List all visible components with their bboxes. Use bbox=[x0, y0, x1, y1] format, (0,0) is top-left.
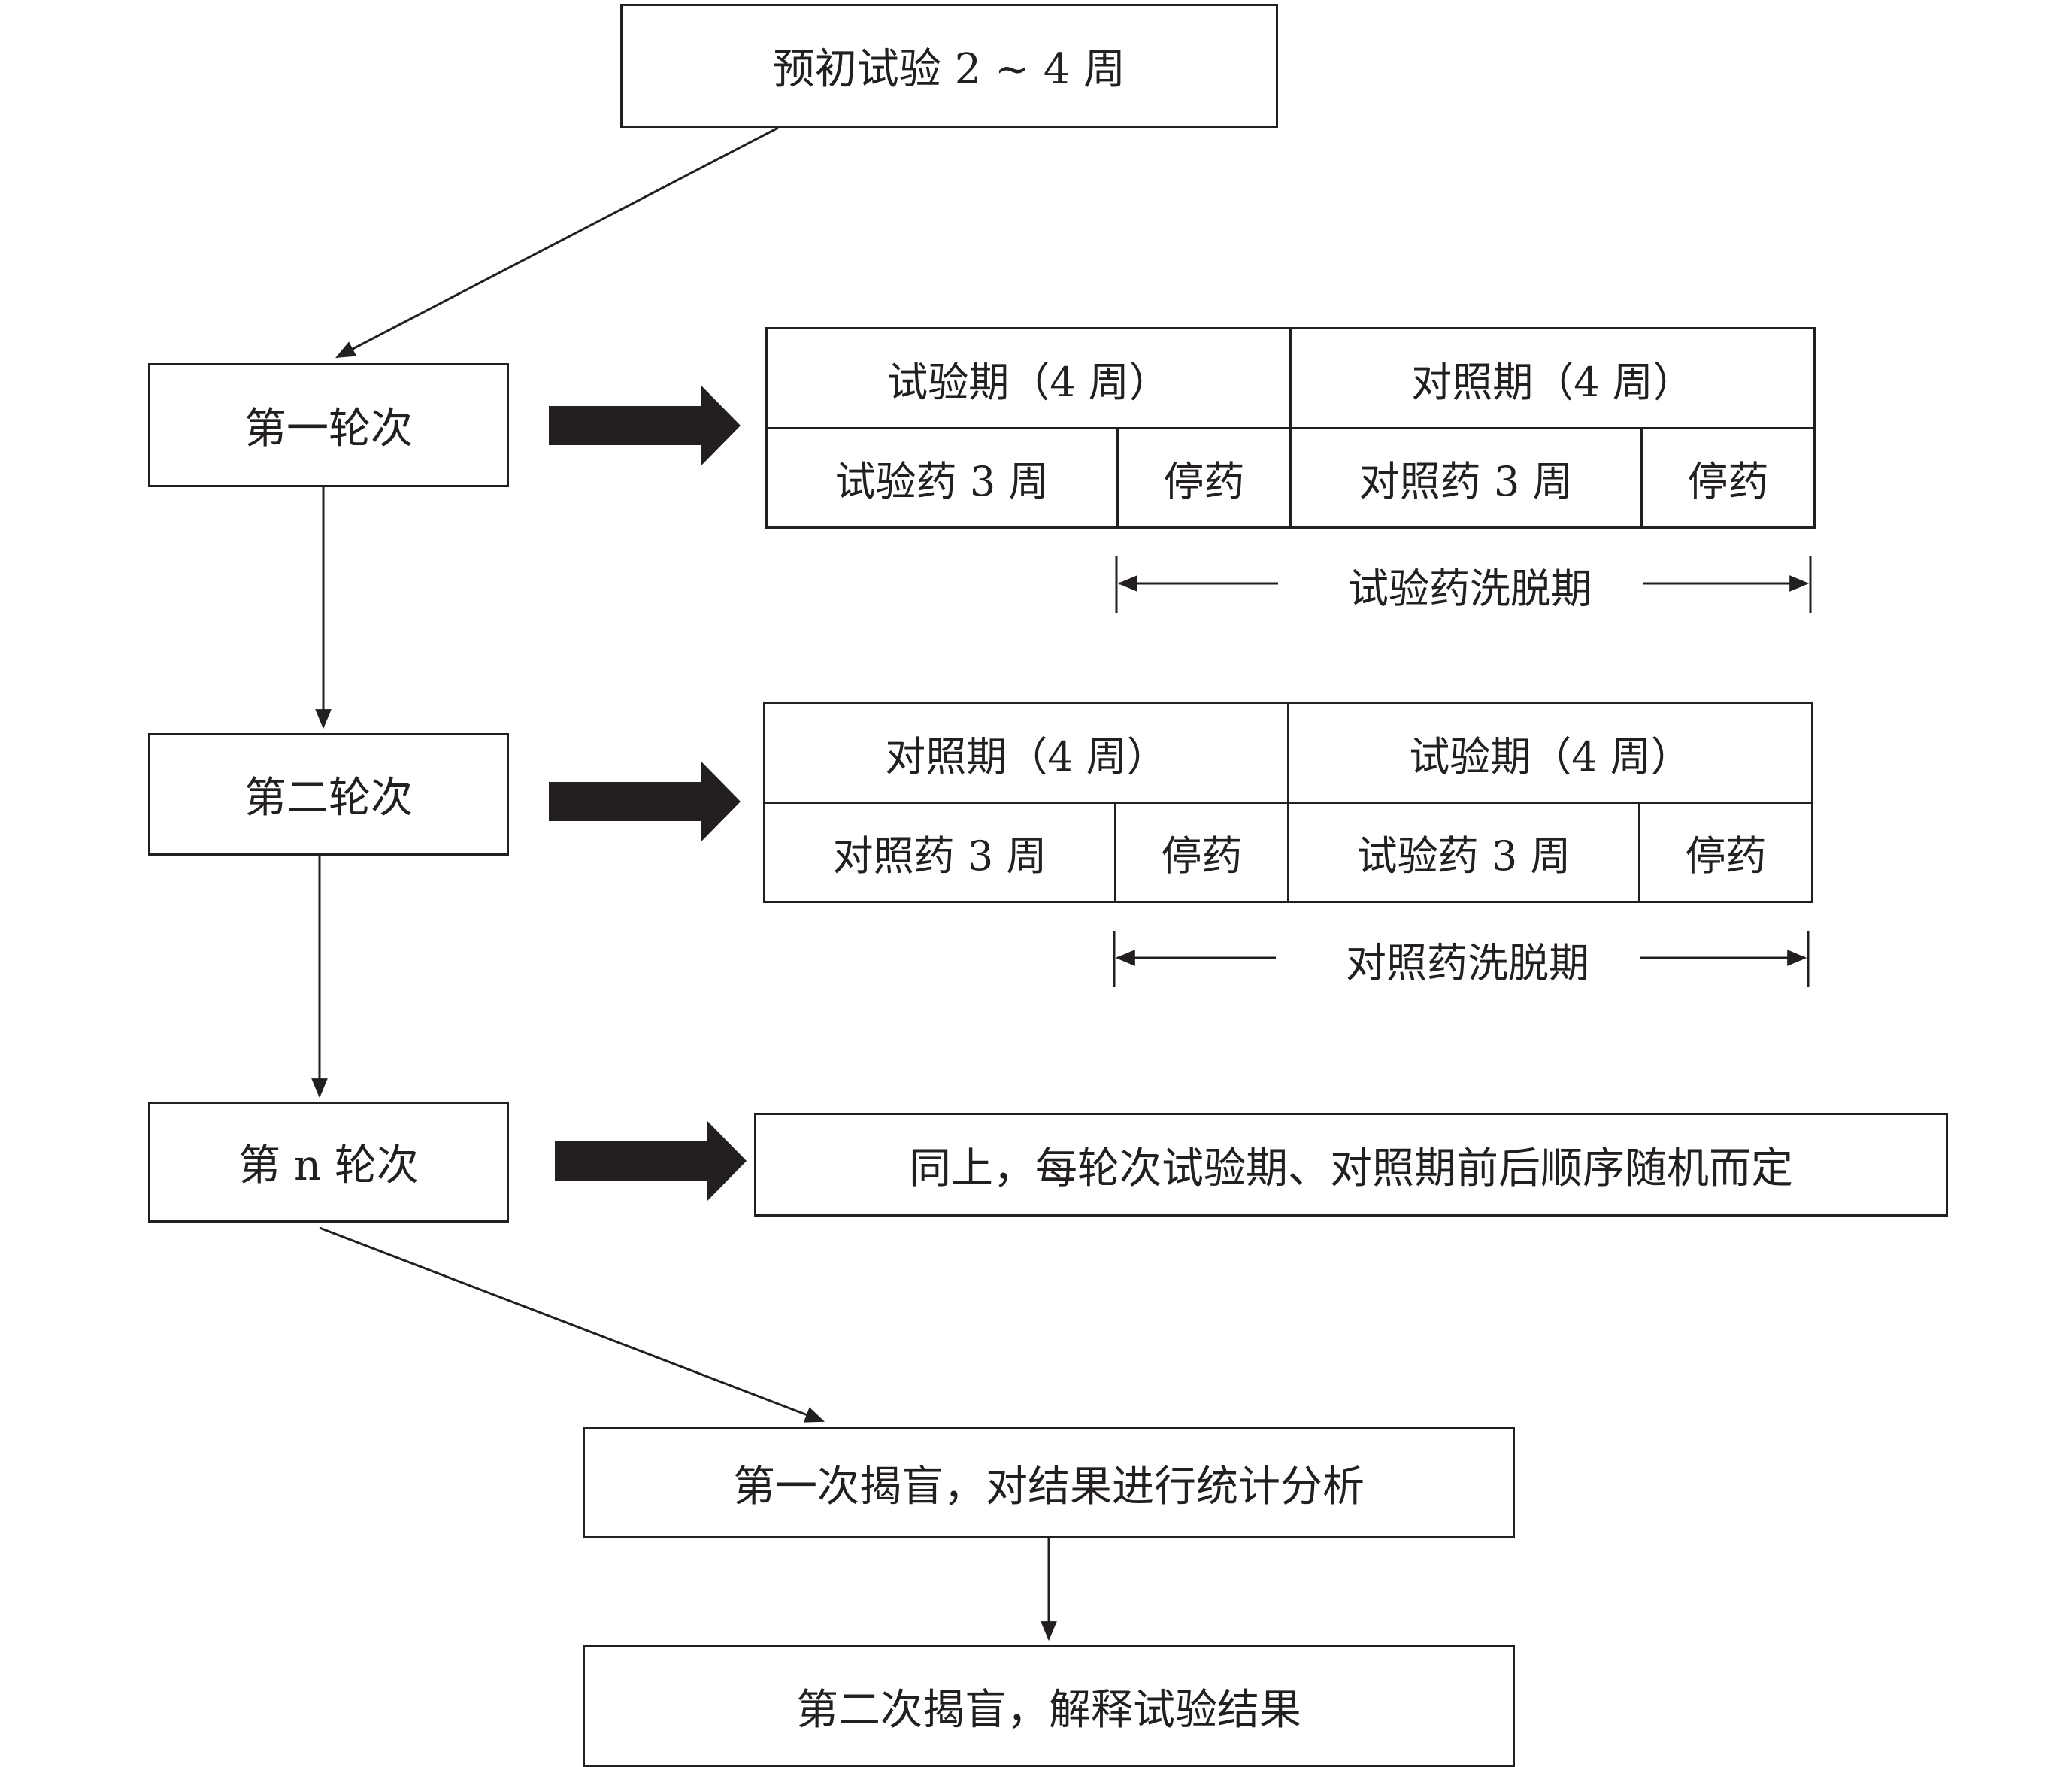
round2-stop-a: 停药 bbox=[1114, 802, 1289, 903]
round1-label: 第一轮次 bbox=[244, 405, 413, 453]
round1-stop-a: 停药 bbox=[1116, 427, 1292, 529]
round2-stop-b: 停药 bbox=[1638, 802, 1813, 903]
round2-period-a: 对照期（4 周） bbox=[763, 702, 1289, 804]
round1-period-b: 对照期（4 周） bbox=[1289, 327, 1816, 429]
unblind2-label: 第二次揭盲，解释试验结果 bbox=[796, 1685, 1301, 1735]
unblind1-label: 第一次揭盲，对结果进行统计分析 bbox=[733, 1462, 1365, 1511]
unblind1-box: 第一次揭盲，对结果进行统计分析 bbox=[583, 1427, 1515, 1538]
roundn-note-box: 同上，每轮次试验期、对照期前后顺序随机而定 bbox=[754, 1113, 1948, 1217]
round2-washout-label: 对照药洗脱期 bbox=[1338, 929, 1597, 990]
block-arrow-round1 bbox=[549, 385, 741, 466]
roundn-note-label: 同上，每轮次试验期、对照期前后顺序随机而定 bbox=[909, 1144, 1793, 1193]
round1-period-a: 试验期（4 周） bbox=[765, 327, 1292, 429]
pretrial-box: 预初试验 2 ~ 4 周 bbox=[620, 4, 1278, 128]
pretrial-label: 预初试验 2 ~ 4 周 bbox=[772, 45, 1126, 94]
roundn-label: 第 n 轮次 bbox=[238, 1141, 419, 1190]
round2-box: 第二轮次 bbox=[148, 733, 509, 856]
roundn-box: 第 n 轮次 bbox=[148, 1102, 509, 1223]
round1-box: 第一轮次 bbox=[148, 363, 509, 487]
round2-label: 第二轮次 bbox=[244, 774, 413, 823]
round2-period-b: 试验期（4 周） bbox=[1287, 702, 1813, 804]
round1-stop-b: 停药 bbox=[1640, 427, 1816, 529]
round1-drug-a: 试验药 3 周 bbox=[765, 427, 1119, 529]
round2-drug-b: 试验药 3 周 bbox=[1287, 802, 1640, 903]
round2-drug-a: 对照药 3 周 bbox=[763, 802, 1116, 903]
unblind2-box: 第二次揭盲，解释试验结果 bbox=[583, 1645, 1515, 1767]
arrow-roundn-to-unblind1 bbox=[319, 1226, 825, 1423]
round1-drug-b: 对照药 3 周 bbox=[1289, 427, 1643, 529]
block-arrow-round2 bbox=[549, 761, 741, 842]
round1-washout-label: 试验药洗脱期 bbox=[1340, 555, 1599, 615]
arrow-pretrial-to-round1 bbox=[335, 126, 779, 359]
block-arrow-roundn bbox=[555, 1120, 747, 1202]
